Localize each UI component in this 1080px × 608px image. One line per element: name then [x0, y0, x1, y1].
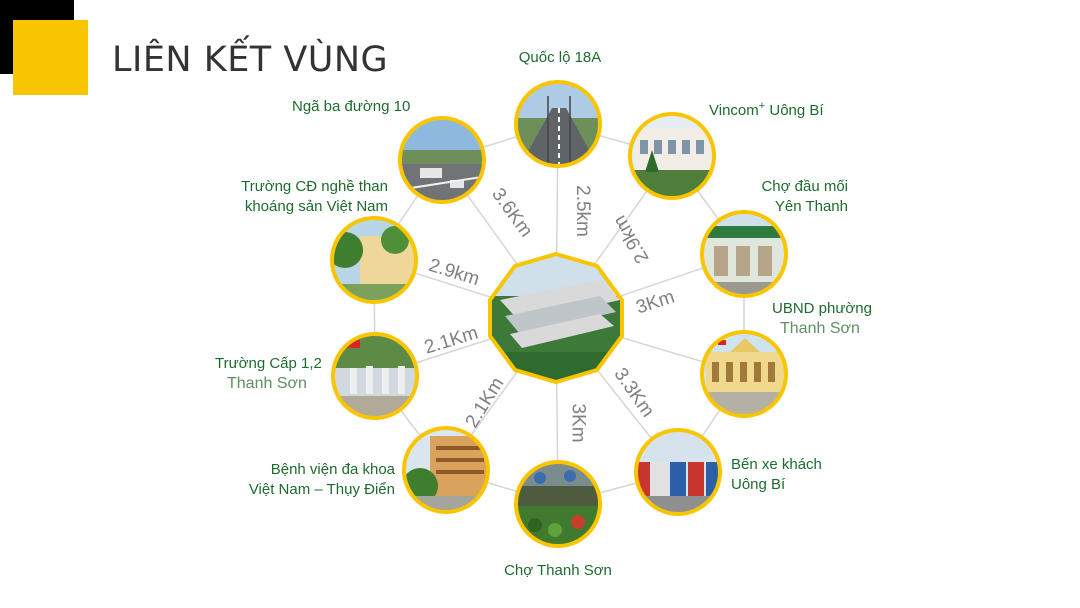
label-benxe: Bến xe khách Uông Bí: [731, 455, 822, 495]
distance-chothanhson: 3Km: [567, 403, 589, 443]
node-benhvien-photo: [402, 426, 490, 514]
label-benhvien-line1: Bệnh viện đa khoa: [270, 461, 395, 478]
label-benxe-line1: Bến xe khách: [731, 456, 822, 473]
label-benhvien: Bệnh viện đa khoa Việt Nam – Thụy Điển: [200, 460, 395, 500]
label-chodaumoi-line2: Yên Thanh: [774, 198, 848, 215]
label-chodaumoi: Chợ đầu mối Yên Thanh: [720, 177, 848, 217]
node-chothanhson-photo: [514, 460, 602, 548]
label-chothanhson: Chợ Thanh Sơn: [488, 561, 628, 581]
label-chothanhson-text: Chợ Thanh Sơn: [504, 562, 612, 579]
center-project-photo: [488, 251, 624, 385]
label-benhvien-line2: Việt Nam – Thụy Điển: [248, 481, 395, 498]
label-ubnd-line2: Thanh Sơn: [780, 320, 860, 337]
label-ngaba: Ngã ba đường 10: [292, 97, 410, 117]
label-ubnd: UBND phường Thanh Sơn: [772, 299, 872, 339]
label-chodaumoi-line1: Chợ đầu mối: [761, 178, 848, 195]
label-truongcap: Trường Cấp 1,2 Thanh Sơn: [215, 354, 322, 394]
label-vincom: Vincom+ Uông Bí: [709, 96, 824, 121]
label-ubnd-line1: UBND phường: [772, 300, 872, 317]
label-benxe-line2: Uông Bí: [731, 476, 786, 493]
node-benxe-photo: [634, 428, 722, 516]
node-ql18a-photo: [514, 80, 602, 168]
node-ubnd-photo: [700, 330, 788, 418]
node-chodaumoi-photo: [700, 210, 788, 298]
label-truongcd-line1: Trường CĐ nghề than: [241, 178, 388, 195]
label-truongcap-line2: Thanh Sơn: [227, 375, 307, 392]
distance-ql18a: 2.5km: [571, 185, 593, 237]
node-vincom-photo: [628, 112, 716, 200]
label-vincom-name: Vincom: [709, 102, 759, 119]
node-truongcap-photo: [331, 332, 419, 420]
label-ngaba-text: Ngã ba đường 10: [292, 98, 411, 115]
label-ql18a: Quốc lộ 18A: [500, 48, 620, 68]
node-ngaba-photo: [398, 116, 486, 204]
node-truongcd-photo: [330, 216, 418, 304]
label-truongcd: Trường CĐ nghề than khoáng sản Việt Nam: [200, 177, 388, 217]
page-title: LIÊN KẾT VÙNG: [112, 40, 389, 80]
label-truongcap-line1: Trường Cấp 1,2: [215, 355, 322, 372]
label-truongcd-line2: khoáng sản Việt Nam: [244, 198, 388, 215]
label-vincom-sup: +: [758, 100, 766, 112]
label-ql18a-text: Quốc lộ 18A: [518, 49, 602, 66]
corner-yellow-block: [13, 20, 88, 95]
label-vincom-city: Uông Bí: [765, 102, 824, 119]
